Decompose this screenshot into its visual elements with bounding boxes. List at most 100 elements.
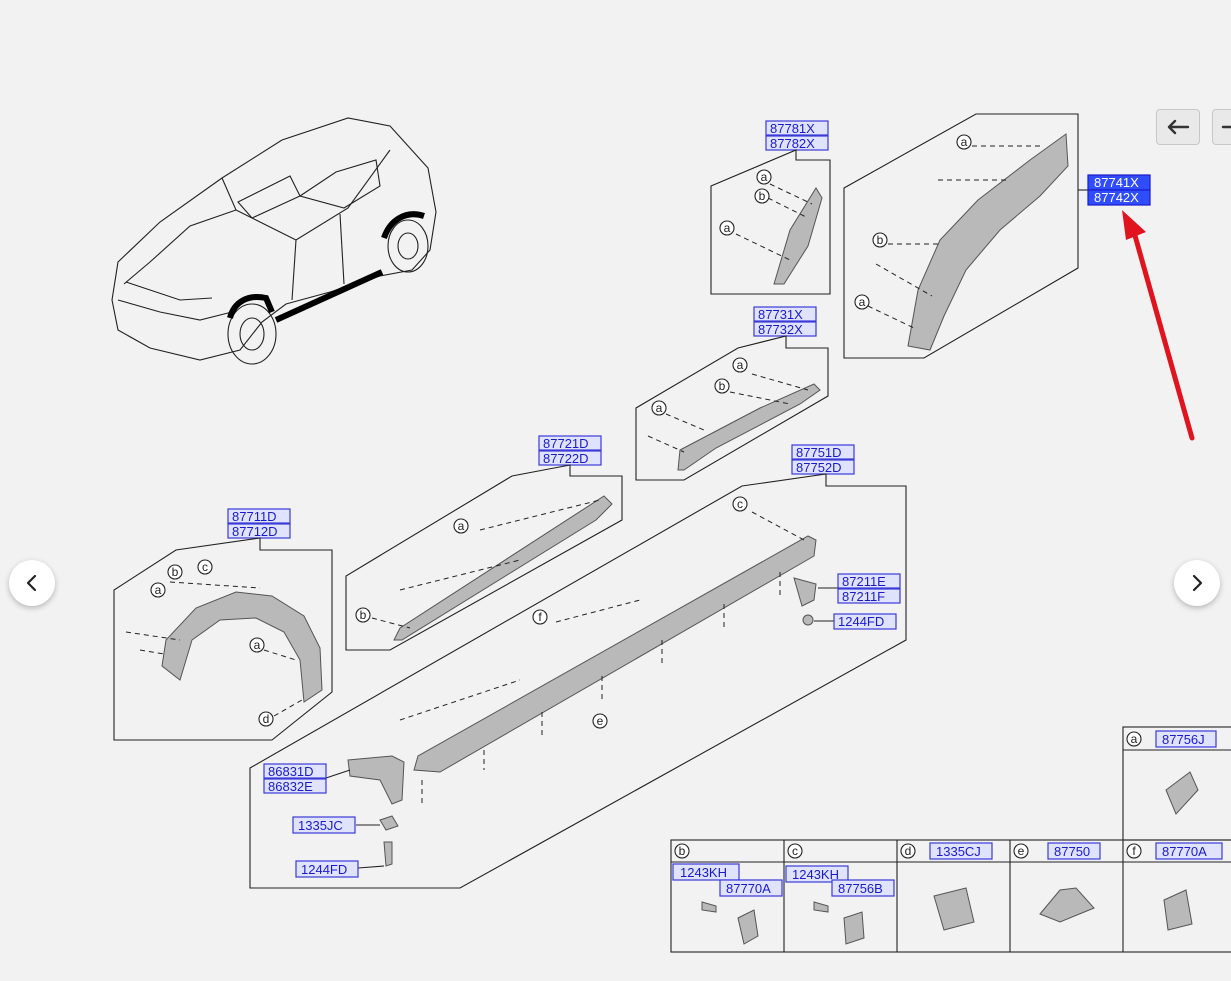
- part-label-box: [263, 763, 327, 779]
- next-image-button[interactable]: [1174, 560, 1220, 606]
- part-number-label: 86831D: [268, 764, 314, 779]
- callout-circle: [1126, 843, 1142, 859]
- callout-letter: c: [792, 844, 798, 858]
- part-number-label: 87722D: [543, 451, 589, 466]
- part-label-box: [719, 879, 783, 897]
- part-number-label: 87211F: [842, 589, 885, 604]
- callout-circle: [592, 713, 608, 729]
- part-label-box: [765, 135, 829, 151]
- callout-circle: [532, 609, 548, 625]
- callout-circle: [787, 843, 803, 859]
- part-shape: [1165, 771, 1199, 815]
- part-shape: [773, 187, 823, 285]
- dash-icon: [1221, 125, 1231, 129]
- part-shape: [907, 133, 1069, 351]
- back-button[interactable]: [1156, 109, 1200, 145]
- callout-letter: a: [737, 358, 744, 372]
- part-number-label: 1243KH: [792, 867, 839, 882]
- callout-circle: [956, 134, 972, 150]
- callout-circle: [1126, 731, 1142, 747]
- part-number-label: 87741X: [1094, 175, 1139, 190]
- part-label-box: [292, 816, 356, 834]
- callout-circle: [674, 843, 690, 859]
- part-number-label: 87721D: [543, 436, 589, 451]
- callout-letter: a: [155, 583, 162, 597]
- group-87751d: 87751D 87752D c f e 87211E 87211F 1244FD: [249, 444, 907, 889]
- part-number-label: 86832E: [268, 779, 313, 794]
- part-number-label: 87770A: [1162, 844, 1207, 859]
- part-shape: [379, 815, 399, 831]
- part-label-box: [765, 120, 829, 136]
- callout-circle: [714, 378, 730, 394]
- part-label-box: [1155, 730, 1217, 748]
- part-number-label: 87732X: [758, 322, 803, 337]
- red-arrow: [1122, 210, 1195, 441]
- callout-letter: a: [656, 401, 663, 415]
- part-label-box: [785, 865, 849, 883]
- callout-letter: b: [360, 608, 367, 622]
- callout-circle: [719, 220, 735, 236]
- callout-circle: [167, 564, 183, 580]
- arrow-left-icon: [1167, 119, 1190, 135]
- part-label-box: [837, 573, 901, 589]
- part-number-label: 1244FD: [838, 614, 884, 629]
- part-number-label: 87731X: [758, 307, 803, 322]
- part-label-box: [791, 444, 855, 460]
- callout-letter: a: [859, 295, 866, 309]
- part-label-box: [1047, 842, 1101, 860]
- callout-circle: [732, 357, 748, 373]
- callout-circle: [732, 496, 748, 512]
- callout-circle: [197, 559, 213, 575]
- part-label-box: [753, 306, 817, 322]
- next-tool-button[interactable]: [1212, 109, 1231, 145]
- callout-circle: [872, 232, 888, 248]
- part-shape: [161, 591, 323, 703]
- callout-circle: [258, 711, 274, 727]
- part-label-box: [263, 778, 327, 794]
- part-number-label: 87711D: [232, 509, 277, 524]
- callout-letter: a: [724, 221, 731, 235]
- callout-circle: [754, 188, 770, 204]
- callout-letter: d: [905, 844, 912, 858]
- group-87731x: 87731X 87732X a b a: [635, 306, 829, 481]
- callout-circle: [651, 400, 667, 416]
- part-shape: [843, 911, 865, 945]
- part-number-label: 1335JC: [298, 818, 343, 833]
- part-number-label: 87752D: [796, 460, 842, 475]
- part-shape: [677, 383, 821, 471]
- chevron-left-icon: [26, 574, 37, 592]
- callout-letter: e: [597, 714, 604, 728]
- part-label-box: [227, 508, 291, 524]
- callout-letter: b: [172, 565, 179, 579]
- part-number-label: 87756J: [1162, 732, 1205, 747]
- part-shape: [347, 755, 405, 805]
- callout-circle: [150, 582, 166, 598]
- part-label-box: [538, 435, 602, 451]
- chevron-right-icon: [1192, 574, 1203, 592]
- group-87741x: a b a 87741X 87742X: [843, 113, 1151, 359]
- part-shape: [933, 887, 975, 931]
- part-number-label: 1335CJ: [936, 844, 981, 859]
- part-label-box: [1155, 842, 1223, 860]
- callout-letter: b: [877, 233, 884, 247]
- part-label-box: [929, 842, 993, 860]
- part-shape: [1163, 889, 1193, 931]
- part-number-label: 87750: [1054, 844, 1090, 859]
- callout-letter: a: [458, 519, 465, 533]
- callout-circle: [453, 518, 469, 534]
- part-number-label: 87782X: [770, 136, 815, 151]
- callout-circle: [355, 607, 371, 623]
- callout-letter: b: [719, 379, 726, 393]
- callout-circle: [249, 637, 265, 653]
- callout-letter: b: [759, 189, 766, 203]
- group-87711d: 87711D 87712D b c a a d: [113, 508, 333, 741]
- callout-letter: c: [737, 497, 743, 511]
- group-87781x: 87781X 87782X a b a: [710, 120, 831, 295]
- part-number-label: 87781X: [770, 121, 815, 136]
- part-shape: [737, 909, 759, 945]
- callout-letter: b: [679, 844, 686, 858]
- previous-image-button[interactable]: [9, 560, 55, 606]
- part-label-box: [295, 860, 359, 878]
- part-number-label: 87712D: [232, 524, 278, 539]
